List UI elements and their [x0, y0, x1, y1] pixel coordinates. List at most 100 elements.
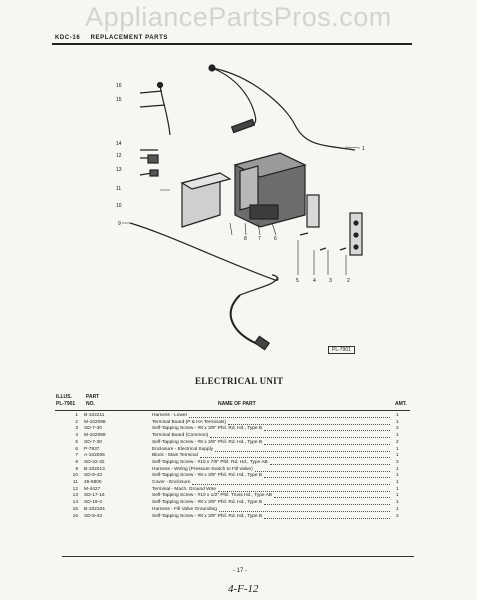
col-part: PART NO. — [86, 394, 100, 407]
illus-cell: 6 — [75, 446, 78, 452]
callout-12: 12 — [116, 153, 122, 159]
callout-4: 4 — [313, 278, 316, 284]
callout-16: 16 — [116, 83, 122, 89]
part-name-cell: Harness - Lower — [152, 413, 188, 418]
amount-cell: 1 — [396, 493, 399, 499]
callout-2: 2 — [347, 278, 350, 284]
callout-10: 10 — [116, 203, 122, 209]
amount-cell: 2 — [396, 439, 399, 445]
part-name-cell: Harness - Fill Valve Grounding — [152, 506, 217, 512]
illus-cell: 11 — [73, 480, 78, 485]
part-number-cell: SD-19-4 — [84, 500, 102, 506]
callout-6: 6 — [274, 236, 277, 242]
illus-cell: 7 — [75, 453, 78, 459]
part-number-cell: 26-8800 — [84, 480, 102, 485]
part-number-cell: SD-17-16 — [84, 493, 105, 499]
amount-cell: 1 — [396, 480, 399, 485]
table-row: 1 B-102211 Harness - Lower 1 — [60, 413, 410, 420]
footer-rule — [62, 556, 414, 557]
col-illus: ILLUS. PL-7901 — [56, 394, 76, 407]
amount-cell: 2 — [396, 513, 399, 519]
model-number: KDC-16 — [55, 35, 81, 41]
part-name-cell: Terminal Board (P & HA Terminals) — [152, 419, 226, 425]
dot-leader — [264, 430, 390, 432]
dot-leader — [219, 510, 390, 512]
amount-cell: 1 — [396, 433, 399, 439]
dot-leader — [215, 450, 390, 452]
part-number-cell: M-102098 — [84, 419, 106, 425]
page-header: KDC-16 REPLACEMENT PARTS — [55, 35, 176, 41]
dot-leader — [264, 477, 390, 479]
illus-cell: 13 — [72, 493, 78, 499]
amount-cell: 1 — [396, 419, 399, 425]
dot-leader — [274, 497, 390, 499]
callout-3: 3 — [329, 278, 332, 284]
dot-leader — [192, 484, 390, 485]
callout-8: 8 — [244, 236, 247, 242]
dot-leader — [200, 457, 390, 459]
callout-11: 11 — [116, 186, 121, 192]
section-heading: ELECTRICAL UNIT — [195, 376, 284, 386]
callout-1: 1 — [362, 146, 365, 152]
part-number-cell: B-102211 — [84, 413, 105, 418]
part-name-cell: Self-Tapping Screw - #8 x 3/8" Phil. Rd.… — [152, 513, 263, 519]
table-row: 9 B-102013 Harness - Wiring (Pressure Swit… — [60, 467, 410, 474]
dot-leader — [255, 470, 390, 472]
fill-valve-grounding-harness — [159, 84, 171, 136]
part-name-cell: Self-Tapping Screw - #8 x 3/8" Phil. Rd.… — [152, 426, 263, 432]
part-number-cell: B-102104 — [84, 506, 105, 512]
dot-leader — [218, 490, 390, 492]
exploded-parts-diagram: 1 2 3 4 5 6 7 8 9 10 11 12 13 14 15 16 — [116, 64, 365, 351]
lower-harness-wire — [211, 67, 356, 151]
part-name-cell: Cover - Enclosure — [152, 480, 191, 485]
illus-cell: 5 — [75, 439, 78, 445]
table-row: 6 P-7837 Enclosure - Electrical Supply 1 — [60, 447, 410, 454]
illus-cell: 2 — [75, 419, 78, 425]
part-number-cell: SD-22-32 — [84, 459, 105, 465]
dot-leader — [189, 417, 390, 418]
callout-9: 9 — [118, 221, 121, 227]
page-number: - 17 - — [233, 568, 248, 574]
site-watermark: AppliancePartsPros.com — [85, 2, 392, 32]
part-name-cell: Enclosure - Electrical Supply — [152, 446, 214, 452]
illus-cell: 14 — [72, 500, 78, 506]
part-number-cell: M-102099 — [84, 433, 106, 439]
amount-cell: 1 — [396, 466, 399, 472]
amount-cell: 2 — [396, 426, 399, 432]
table-row: 15 B-102104 Harness - Fill Valve Grounding… — [60, 507, 410, 514]
part-name-cell: Harness - Wiring (Pressure Switch to Fil… — [152, 466, 253, 472]
dot-leader — [264, 443, 390, 445]
illus-cell: 3 — [75, 426, 78, 432]
part-number-cell: B-102013 — [84, 466, 105, 472]
amount-cell: 1 — [396, 473, 399, 479]
part-name-cell: Terminal Board (Common) — [152, 433, 209, 439]
amount-cell: 1 — [396, 453, 399, 459]
illus-cell: 12 — [72, 486, 78, 492]
header-rule — [52, 43, 412, 45]
part-number-cell: A-102005 — [84, 453, 105, 459]
table-row: 14 SD-19-4 Self-Tapping Screw - #8 x 3/8" … — [60, 500, 410, 507]
illus-cell: 9 — [75, 466, 78, 472]
dot-leader — [228, 423, 390, 425]
dot-leader — [264, 517, 390, 519]
illus-cell: 8 — [75, 459, 78, 465]
handwritten-note: 4-F-12 — [228, 583, 259, 595]
illus-cell: 1 — [75, 413, 78, 418]
part-number-cell: P-7837 — [84, 446, 100, 452]
table-head-rule — [55, 410, 410, 411]
part-name-cell: Self-Tapping Screw - #8 x 3/8" Phil. Rd.… — [152, 473, 263, 479]
section-title: REPLACEMENT PARTS — [90, 35, 168, 41]
dot-leader — [210, 437, 390, 439]
part-name-cell: Terminal - Mach. Ground Wire — [152, 486, 216, 492]
illus-cell: 15 — [72, 506, 78, 512]
amount-cell: 1 — [396, 413, 399, 418]
amount-cell: 1 — [396, 446, 399, 452]
part-name-cell: Self-Tapping Screw - #8 x 3/8" Phil. Rd.… — [152, 500, 263, 506]
amount-cell: 2 — [396, 459, 399, 465]
terminal-board-common — [306, 194, 320, 228]
